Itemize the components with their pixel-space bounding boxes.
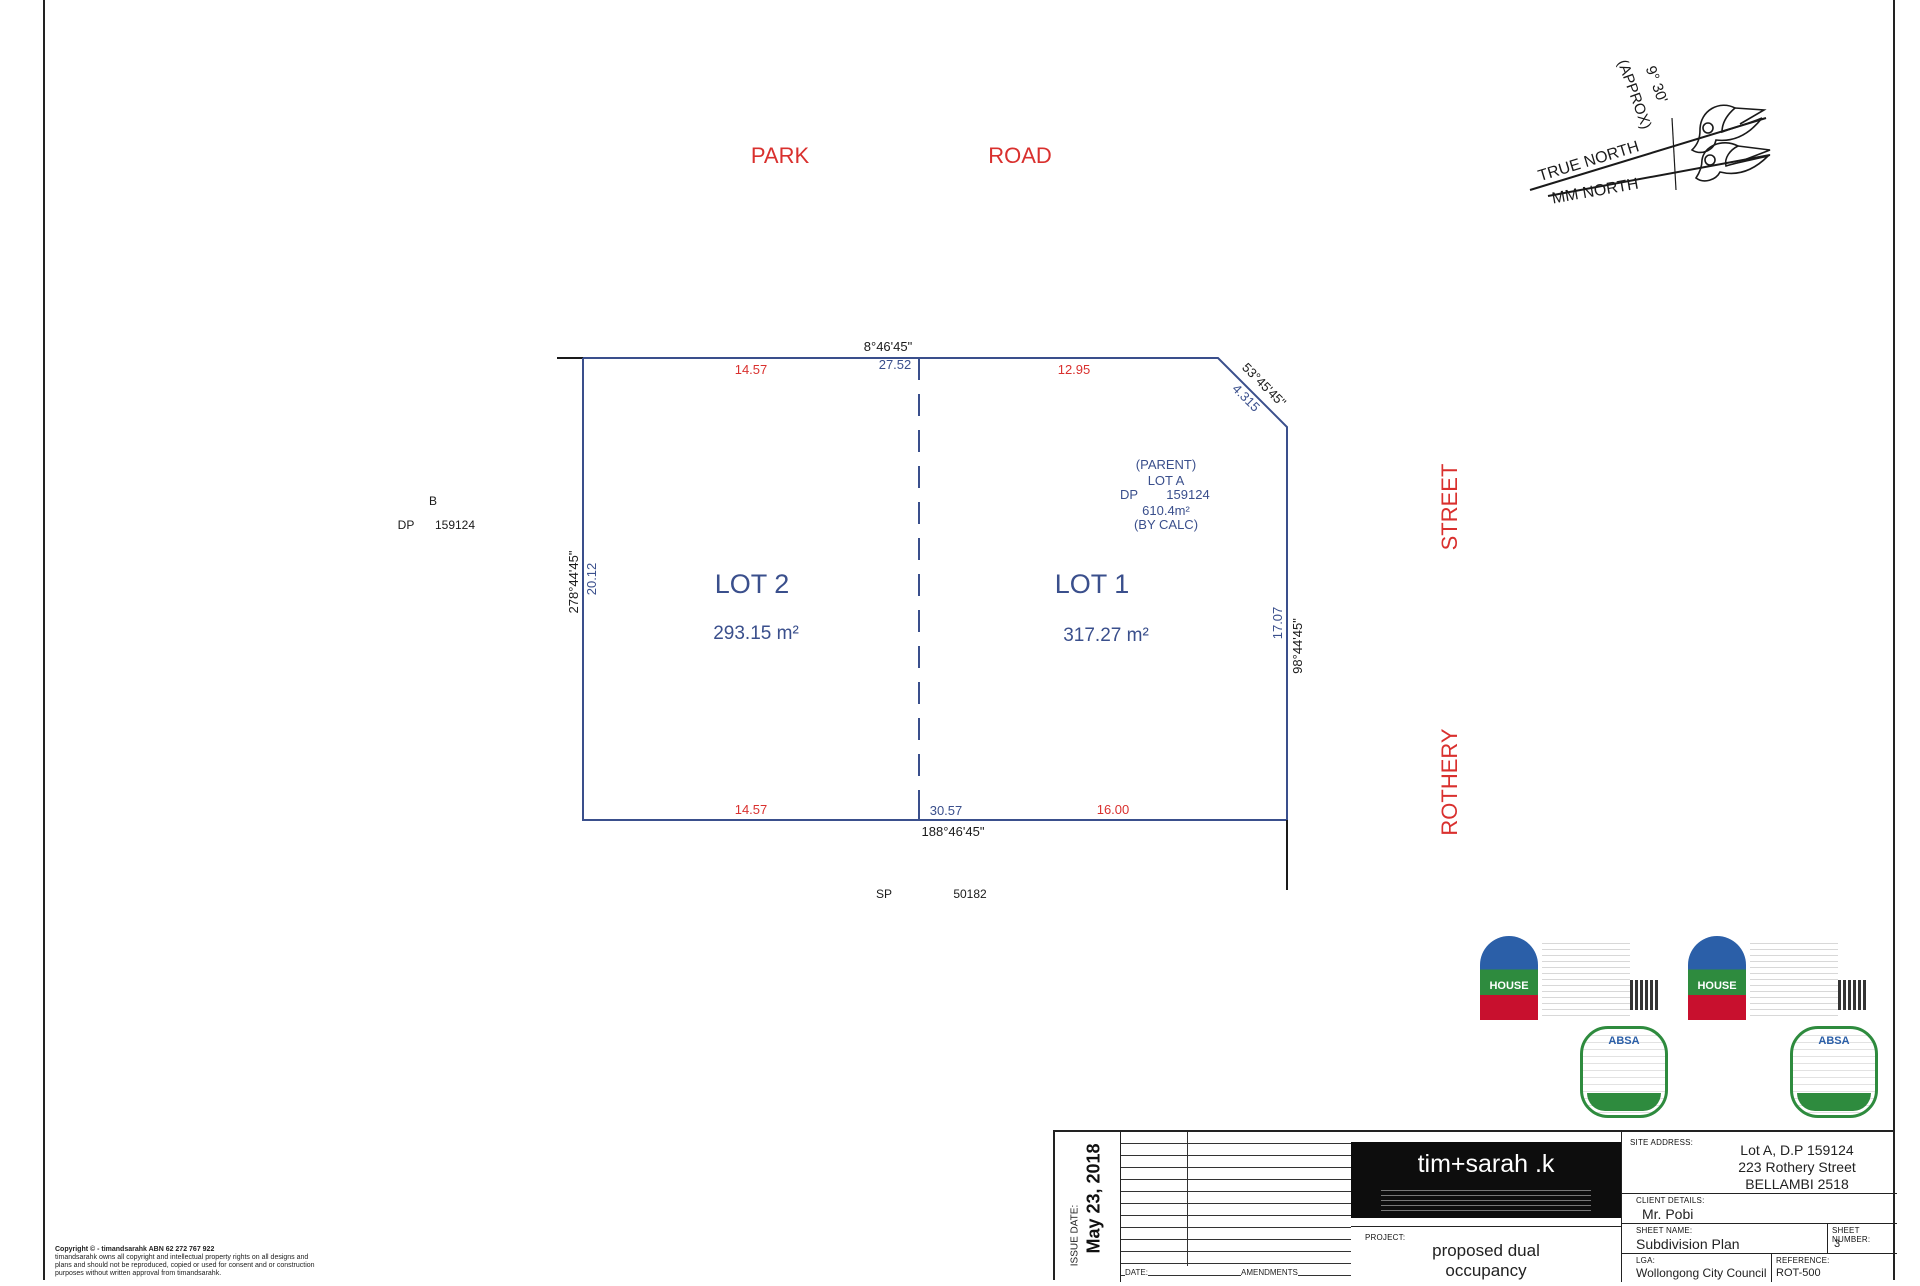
dim-bottom-lot2: 14.57 [735, 802, 768, 817]
fleur-arrow-mm-icon [1694, 142, 1771, 182]
parent-area: 610.4m² [1142, 503, 1190, 518]
site-address-line2: 223 Rothery Street [1738, 1159, 1856, 1175]
sheet-name-label: SHEET NAME: [1636, 1226, 1693, 1235]
copyright-line4: purposes without written approval from t… [55, 1270, 222, 1277]
dim-top-lot2: 14.57 [735, 362, 768, 377]
badge-1-details [1542, 938, 1630, 1016]
parent-line2: LOT A [1148, 473, 1185, 488]
nathers-badge-1: HOUSE [1480, 936, 1678, 1026]
absa-seal-2: ABSA [1790, 1026, 1878, 1118]
project-line1: proposed dual [1432, 1241, 1540, 1260]
parent-line1: (PARENT) [1136, 457, 1196, 472]
issue-date-value: May 23, 2018 [1083, 1143, 1104, 1254]
issue-date-cell: ISSUE DATE: May 23, 2018 [1055, 1132, 1121, 1282]
parent-note: (BY CALC) [1134, 517, 1198, 532]
absa-seal-2-text: ABSA [1818, 1035, 1850, 1047]
street-road-label: ROAD [988, 143, 1052, 168]
sheet-name-cell: SHEET NAME: Subdivision Plan [1621, 1224, 1827, 1254]
absa-seal-2-footer [1797, 1093, 1871, 1111]
bearing-left: 278°44'45" [566, 550, 581, 613]
lga-value: Wollongong City Council [1636, 1266, 1767, 1280]
bearing-right: 98°44'45" [1290, 618, 1305, 674]
qr-code-icon-1 [1630, 980, 1660, 1010]
neighbor-sp-value: 50182 [953, 887, 987, 901]
project-cell: PROJECT: proposed dual occupancy [1351, 1226, 1621, 1282]
bearing-bottom: 188°46'45" [922, 824, 985, 839]
sheet-name-value: Subdivision Plan [1636, 1236, 1740, 1252]
dim-top-total: 27.52 [879, 357, 912, 372]
dim-right: 17.07 [1270, 607, 1285, 640]
copyright-line2: timandsarahk owns all copyright and inte… [55, 1254, 309, 1261]
dim-left: 20.12 [584, 563, 599, 596]
nathers-badge-2: HOUSE [1688, 936, 1886, 1026]
neighbor-b-dp-label: DP [398, 518, 415, 532]
dim-bottom-lot1: 16.00 [1097, 802, 1130, 817]
absa-seal-1-footer [1587, 1093, 1661, 1111]
amendments-grid-col [1187, 1132, 1188, 1266]
mm-north-line [1547, 154, 1771, 197]
badge-2-details [1750, 938, 1838, 1016]
site-address-cell: SITE ADDRESS: Lot A, D.P 159124 223 Roth… [1621, 1132, 1897, 1194]
project-line2: occupancy [1445, 1261, 1527, 1280]
lot-boundary [557, 357, 1288, 890]
brand-contact-lines [1381, 1186, 1591, 1212]
copyright-line1: Copyright © - timandsarahk ABN 62 272 76… [55, 1246, 215, 1253]
amendments-label: AMENDMENTS [1241, 1268, 1298, 1277]
qr-code-icon-2 [1838, 980, 1868, 1010]
copyright-line3: plans and should not be reproduced, copi… [55, 1262, 315, 1269]
bearing-top: 8°46'45" [864, 339, 913, 354]
reference-label: REFERENCE: [1776, 1256, 1830, 1265]
lot1-area: 317.27 m² [1063, 625, 1149, 646]
fleur-arrow-true-icon [1690, 104, 1767, 154]
lot1-name: LOT 1 [1055, 569, 1130, 599]
lga-label: LGA: [1636, 1256, 1656, 1265]
client-cell: CLIENT DETAILS: Mr. Pobi [1621, 1194, 1897, 1224]
site-address-line3: BELLAMBI 2518 [1745, 1176, 1849, 1192]
issue-date-label: ISSUE DATE: [1069, 1204, 1081, 1267]
sheet-border-left [43, 0, 45, 1280]
reference-value: ROT-500 [1776, 1267, 1821, 1279]
street-park-label: PARK [751, 143, 810, 168]
absa-seal-1-text: ABSA [1608, 1035, 1640, 1047]
house-star-icon: HOUSE [1688, 936, 1746, 1020]
absa-seal-1: ABSA [1580, 1026, 1668, 1118]
copyright-block: Copyright © - timandsarahk ABN 62 272 76… [55, 1246, 355, 1278]
north-arrow: TRUE NORTH MM NORTH 9° 30' (APPROX) [1529, 57, 1771, 208]
reference-cell: REFERENCE: ROT-500 [1771, 1254, 1897, 1282]
dim-top-lot1: 12.95 [1058, 362, 1091, 377]
street-rothery-label: ROTHERY [1437, 728, 1462, 835]
neighbor-b-dp-value: 159124 [435, 518, 475, 532]
client-value: Mr. Pobi [1642, 1206, 1694, 1222]
project-label: PROJECT: [1365, 1233, 1406, 1242]
lga-cell: LGA: Wollongong City Council [1621, 1254, 1771, 1282]
client-label: CLIENT DETAILS: [1636, 1196, 1705, 1205]
lot2-area: 293.15 m² [713, 623, 799, 644]
badge-house-text-1: HOUSE [1489, 980, 1529, 992]
badge-house-text-2: HOUSE [1697, 980, 1737, 992]
boundary-polyline [582, 357, 1288, 821]
brand-box: tim+sarah .k [1351, 1142, 1621, 1218]
amendments-grid: DATE: AMENDMENTS [1121, 1132, 1351, 1282]
brand-logo-text: tim+sarah .k [1417, 1150, 1555, 1178]
house-star-icon: HOUSE [1480, 936, 1538, 1020]
amendments-date-label: DATE: [1125, 1268, 1148, 1277]
lot2-name: LOT 2 [715, 569, 790, 599]
parent-dp-value: 159124 [1166, 487, 1209, 502]
neighbor-sp-label: SP [876, 887, 892, 901]
site-address-line1: Lot A, D.P 159124 [1740, 1142, 1854, 1158]
site-address-label: SITE ADDRESS: [1630, 1138, 1694, 1147]
title-block: ISSUE DATE: May 23, 2018 DATE: AMENDMENT… [1053, 1130, 1897, 1282]
dim-bottom-total: 30.57 [930, 803, 963, 818]
parent-lot-info: (PARENT) LOT A DP 159124 610.4m² (BY CAL… [1120, 457, 1210, 532]
parent-dp-label: DP [1120, 487, 1138, 502]
north-angle-label: 9° 30' [1642, 64, 1671, 106]
sheet-border-right [1893, 0, 1895, 1280]
sheet-number-label: SHEET NUMBER: [1832, 1226, 1871, 1244]
neighbor-b-label: B [429, 494, 437, 508]
sheet-number-cell: SHEET NUMBER: 3 [1827, 1224, 1897, 1254]
street-street-label: STREET [1437, 464, 1462, 551]
sheet-number-value: 3 [1834, 1238, 1841, 1250]
